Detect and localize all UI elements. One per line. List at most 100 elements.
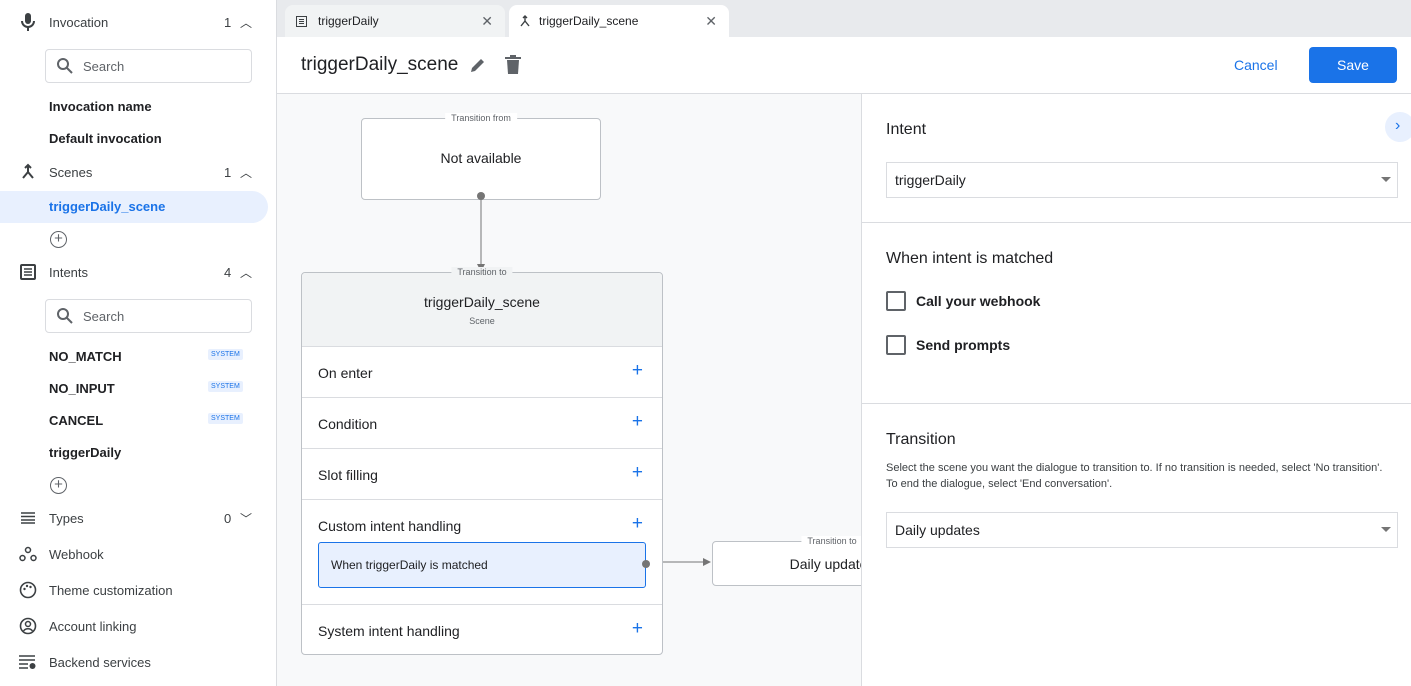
sidebar-item-default-invocation[interactable]: Default invocation	[49, 131, 162, 146]
sidebar-item-intent[interactable]: NO_INPUT	[49, 381, 115, 396]
row-system-intent-handling[interactable]: System intent handling +	[302, 604, 662, 655]
chevron-up-icon[interactable]: ︿	[240, 265, 253, 280]
chevron-down-icon[interactable]: ﹀	[240, 511, 253, 526]
selected-highlight	[0, 191, 268, 223]
page-header: triggerDaily_scene Cancel Save	[277, 37, 1411, 94]
chevron-up-icon[interactable]: ︿	[240, 165, 253, 180]
tab-strip: triggerDaily ✕ triggerDaily_scene ✕	[277, 0, 1411, 37]
connector-dot	[642, 560, 650, 568]
transition-from-node[interactable]: Transition from Not available	[361, 113, 601, 200]
collapse-panel-chevron-icon[interactable]: ›	[1385, 112, 1411, 142]
scenes-merge-icon	[520, 15, 530, 27]
dropdown-arrow-icon	[1381, 177, 1391, 182]
checkbox-icon	[886, 291, 906, 311]
close-icon[interactable]: ✕	[705, 12, 717, 29]
row-on-enter[interactable]: On enter+	[302, 346, 662, 397]
item-label: Account linking	[49, 618, 137, 634]
tab-label: triggerDaily	[318, 14, 379, 28]
sidebar-item-account-linking[interactable]: Account linking	[0, 611, 276, 641]
row-custom-intent-handling[interactable]: Custom intent handling+ When triggerDail…	[302, 499, 662, 604]
divider	[862, 222, 1411, 223]
microphone-icon	[18, 12, 38, 32]
webhook-icon	[18, 544, 38, 564]
node-text: Not available	[440, 150, 522, 166]
add-plus-icon[interactable]: +	[631, 411, 643, 432]
add-scene-icon[interactable]: +	[50, 231, 67, 248]
scene-node-header	[302, 273, 662, 346]
scene-title: triggerDaily_scene	[424, 294, 540, 310]
transition-help-text: Select the scene you want the dialogue t…	[886, 462, 1383, 490]
page-title: triggerDaily_scene	[301, 54, 459, 75]
select-value: triggerDaily	[895, 172, 966, 188]
account-circle-icon	[18, 616, 38, 636]
sidebar-item-webhook[interactable]: Webhook	[0, 539, 276, 569]
section-count: 4	[224, 264, 232, 280]
delete-trash-icon[interactable]	[505, 55, 521, 74]
chevron-up-icon[interactable]: ︿	[240, 15, 253, 30]
search-placeholder: Search	[83, 308, 125, 324]
add-plus-icon[interactable]: +	[631, 513, 643, 534]
save-button[interactable]: Save	[1309, 47, 1397, 83]
palette-icon	[18, 580, 38, 600]
scene-node[interactable]: Transition to triggerDaily_scene Scene O…	[301, 267, 663, 655]
checkbox-label: Send prompts	[916, 337, 1011, 353]
arrow-head-icon	[703, 558, 711, 566]
search-placeholder: Search	[83, 58, 125, 74]
intent-handler-item[interactable]: When triggerDaily is matched	[318, 542, 646, 588]
system-badge: SYSTEM	[208, 381, 243, 392]
sidebar-item-backend-services[interactable]: Backend services	[0, 647, 276, 677]
add-plus-icon[interactable]: +	[631, 462, 643, 483]
list-icon	[296, 15, 307, 27]
add-intent-icon[interactable]: +	[50, 477, 67, 494]
node-tag: Transition to	[801, 536, 861, 546]
add-plus-icon[interactable]: +	[631, 360, 643, 381]
intent-select[interactable]: triggerDaily	[886, 162, 1398, 198]
sidebar-item-intent[interactable]: NO_MATCH	[49, 349, 122, 364]
divider	[862, 403, 1411, 404]
row-slot-filling[interactable]: Slot filling+	[302, 448, 662, 499]
send-prompts-checkbox[interactable]: Send prompts	[886, 335, 1010, 355]
sidebar-section-intents[interactable]: Intents 4 ︿	[0, 257, 276, 287]
section-label: Types	[49, 510, 84, 526]
item-label: Theme customization	[49, 582, 173, 598]
tab-triggerDaily-scene[interactable]: triggerDaily_scene ✕	[509, 5, 729, 37]
intents-search-input[interactable]: Search	[45, 299, 252, 333]
edit-pencil-icon[interactable]	[469, 56, 487, 74]
sidebar-item-intent[interactable]: triggerDaily	[49, 445, 122, 460]
scenes-merge-icon	[18, 162, 38, 182]
checkbox-label: Call your webhook	[916, 293, 1041, 309]
invocation-search-input[interactable]: Search	[45, 49, 252, 83]
sidebar-section-types[interactable]: Types 0 ﹀	[0, 503, 276, 533]
sidebar: Invocation 1 ︿ Search Invocation name De…	[0, 0, 277, 686]
types-lines-icon	[18, 508, 38, 528]
checkbox-icon	[886, 335, 906, 355]
node-tag: Transition from	[445, 113, 517, 123]
system-badge: SYSTEM	[208, 349, 243, 360]
sidebar-item-theme[interactable]: Theme customization	[0, 575, 276, 605]
flow-canvas[interactable]: Transition from Not available Transition…	[277, 94, 861, 686]
intent-panel: › Intent triggerDaily When intent is mat…	[861, 94, 1411, 686]
row-label: Condition	[318, 416, 378, 432]
transition-heading: Transition	[886, 431, 956, 448]
call-webhook-checkbox[interactable]: Call your webhook	[886, 291, 1040, 311]
sidebar-item-intent[interactable]: CANCEL	[49, 413, 104, 428]
sidebar-item-scene[interactable]: triggerDaily_scene	[49, 199, 166, 214]
sidebar-section-scenes[interactable]: Scenes 1 ︿	[0, 157, 276, 187]
transition-select[interactable]: Daily updates	[886, 512, 1398, 548]
system-badge: SYSTEM	[208, 413, 243, 424]
tab-label: triggerDaily_scene	[539, 14, 639, 28]
row-condition[interactable]: Condition +	[302, 397, 662, 448]
select-value: Daily updates	[895, 522, 980, 538]
row-label: System intent handling	[318, 623, 460, 639]
section-label: Intents	[49, 264, 89, 280]
tab-triggerDaily[interactable]: triggerDaily ✕	[285, 5, 505, 37]
section-label: Invocation	[49, 14, 109, 30]
target-scene-node[interactable]: Transition to Daily updates	[712, 536, 861, 586]
add-plus-icon[interactable]: +	[631, 618, 643, 639]
close-icon[interactable]: ✕	[481, 12, 493, 29]
item-label: Backend services	[49, 654, 151, 670]
cancel-button[interactable]: Cancel	[1234, 57, 1278, 73]
sidebar-section-invocation[interactable]: Invocation 1 ︿	[0, 7, 276, 37]
sidebar-item-invocation-name[interactable]: Invocation name	[49, 99, 152, 114]
section-count: 1	[224, 164, 232, 180]
